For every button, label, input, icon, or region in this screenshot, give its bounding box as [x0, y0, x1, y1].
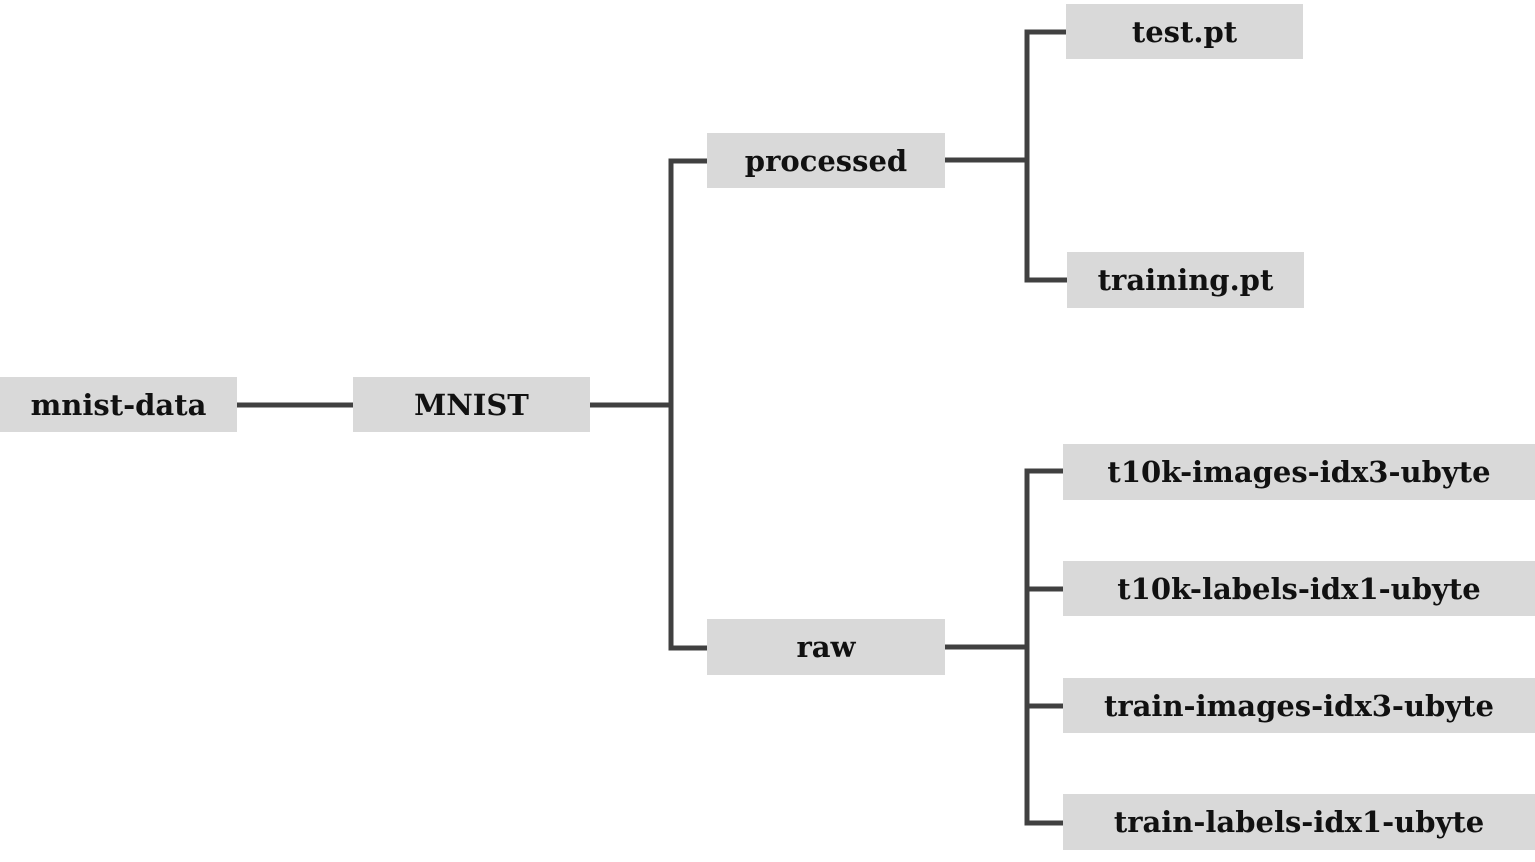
- folder-label-mnist: MNIST: [414, 387, 529, 422]
- file-label-t10k-labels: t10k-labels-idx1-ubyte: [1117, 571, 1481, 606]
- folder-label-mnist-data: mnist-data: [30, 387, 207, 422]
- connector-processed-branch: [945, 29, 1067, 283]
- file-label-training-pt: training.pt: [1097, 263, 1274, 297]
- folder-node-processed: processed: [707, 133, 945, 188]
- folder-node-mnist-data: mnist-data: [0, 377, 237, 432]
- file-label-train-images: train-images-idx3-ubyte: [1103, 688, 1495, 723]
- file-node-t10k-labels: t10k-labels-idx1-ubyte: [1063, 561, 1535, 616]
- file-label-t10k-images: t10k-images-idx3-ubyte: [1107, 455, 1491, 489]
- connector-mnist-branch: [590, 158, 707, 651]
- connector-raw-branch: [945, 468, 1063, 826]
- folder-label-processed: processed: [744, 143, 908, 178]
- file-node-training-pt: training.pt: [1067, 252, 1304, 308]
- file-node-train-labels: train-labels-idx1-ubyte: [1063, 794, 1535, 850]
- file-label-train-labels: train-labels-idx1-ubyte: [1113, 805, 1485, 839]
- file-node-t10k-images: t10k-images-idx3-ubyte: [1063, 444, 1535, 500]
- folder-node-mnist: MNIST: [353, 377, 590, 432]
- file-node-test-pt: test.pt: [1066, 4, 1303, 59]
- file-node-train-images: train-images-idx3-ubyte: [1063, 678, 1535, 733]
- folder-node-raw: raw: [707, 619, 945, 675]
- file-label-test-pt: test.pt: [1131, 14, 1238, 49]
- folder-label-raw: raw: [796, 630, 856, 664]
